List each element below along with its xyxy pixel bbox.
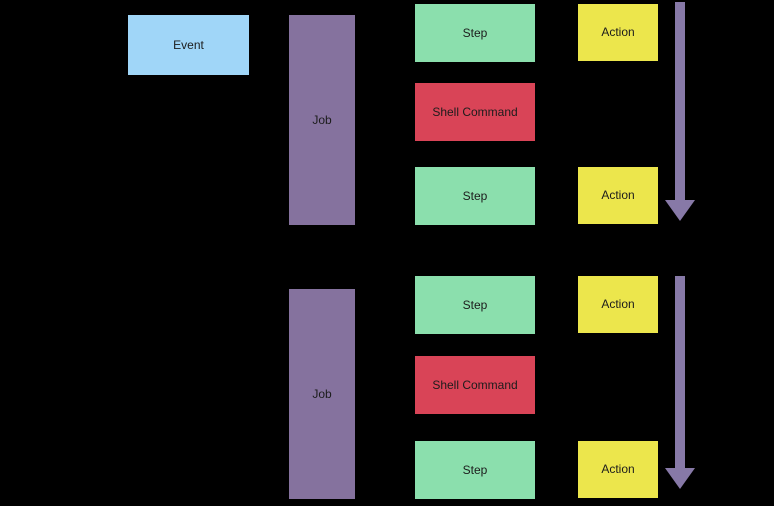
- arrow-shaft: [675, 2, 685, 200]
- job-flow-down-arrow-1: [665, 2, 695, 221]
- step-node-2: Step: [415, 167, 535, 225]
- action-node-1: Action: [578, 4, 658, 61]
- arrowhead-down-icon: [665, 200, 695, 221]
- job-node-2: Job: [289, 289, 355, 499]
- shell-command-node-1: Shell Command: [415, 83, 535, 141]
- step-node-4: Step: [415, 441, 535, 499]
- step-node-1: Step: [415, 4, 535, 62]
- arrow-shaft: [675, 276, 685, 468]
- action-node-2: Action: [578, 167, 658, 224]
- action-node-4: Action: [578, 441, 658, 498]
- event-node: Event: [128, 15, 249, 75]
- job-node-1: Job: [289, 15, 355, 225]
- step-node-3: Step: [415, 276, 535, 334]
- job-flow-down-arrow-2: [665, 276, 695, 489]
- arrowhead-down-icon: [665, 468, 695, 489]
- shell-command-node-2: Shell Command: [415, 356, 535, 414]
- action-node-3: Action: [578, 276, 658, 333]
